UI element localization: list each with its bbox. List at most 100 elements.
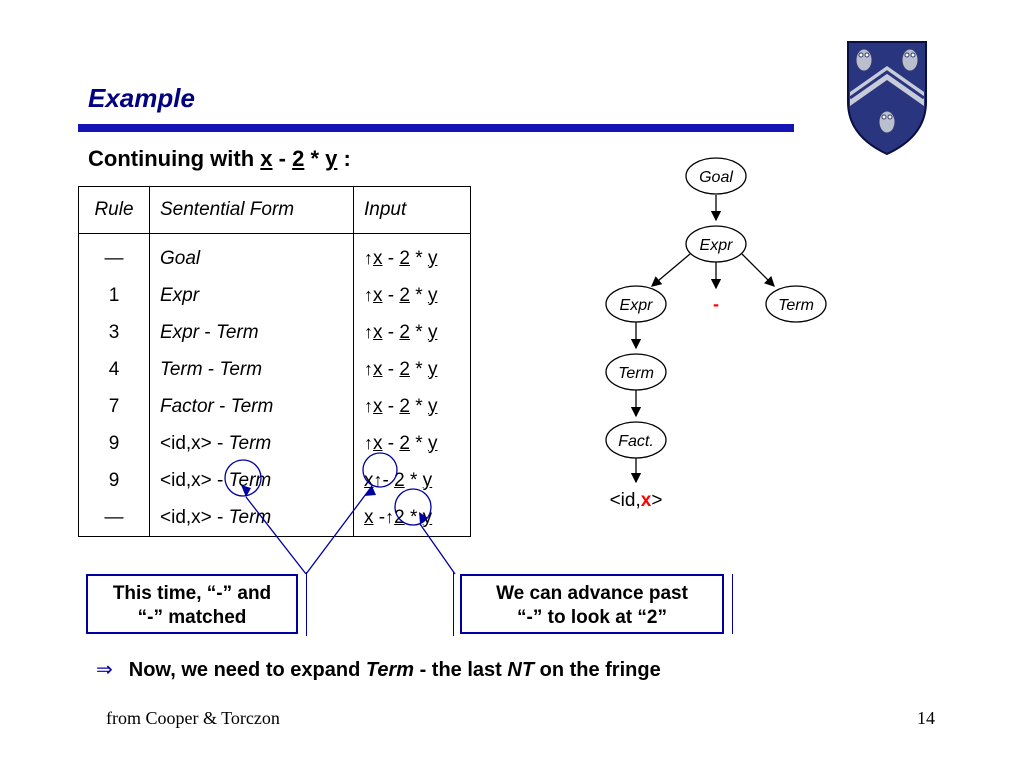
input-cursor-icon: ↑	[364, 432, 373, 453]
label-term-right: Term	[778, 297, 814, 314]
node-term-mid	[605, 353, 667, 391]
form-symbol: -	[211, 432, 229, 454]
form-symbol: Expr	[160, 321, 200, 343]
bullet-term: Term	[365, 659, 415, 681]
expr-x: x	[260, 146, 273, 171]
highlight-circle-cursor-minus	[362, 452, 398, 488]
input-token: -	[387, 432, 395, 454]
header-input: Input	[353, 186, 471, 234]
form-symbol: Term	[228, 432, 272, 454]
implies-icon: ⇒	[96, 659, 113, 681]
cell-input: x↑- 2 * y	[353, 462, 471, 499]
edge-expr-term	[741, 253, 775, 287]
input-token: x	[373, 395, 383, 417]
cell-sentential-form: Factor - Term	[149, 388, 354, 425]
input-token: 2	[399, 247, 410, 269]
title-underline-bar	[78, 124, 794, 132]
slide-title: Example	[88, 83, 195, 113]
node-expr-top	[685, 225, 747, 263]
input-token: x	[373, 432, 383, 454]
input-token: x	[373, 247, 383, 269]
label-minus: -	[713, 294, 719, 314]
form-symbol: <id,x>	[160, 432, 212, 454]
cell-rule: 9	[108, 432, 120, 454]
label-expr-left: Expr	[620, 297, 654, 314]
label-expr-top: Expr	[700, 237, 734, 254]
input-token: -	[387, 395, 395, 417]
node-expr-left	[605, 285, 667, 323]
cell-input: ↑x - 2 * y	[353, 233, 471, 277]
cell-rule: 4	[108, 358, 120, 380]
form-symbol: -	[213, 395, 231, 417]
input-cursor-icon: ↑	[364, 247, 373, 268]
form-symbol: <id,x>	[160, 506, 212, 528]
pointer-left-to-form	[245, 496, 307, 575]
form-symbol: -	[202, 358, 220, 380]
page-number: 14	[917, 708, 935, 728]
cell-input: ↑x - 2 * y	[353, 314, 471, 351]
form-symbol: -	[199, 321, 216, 343]
input-token: y	[427, 321, 438, 343]
derivation-table: Rule Sentential Form Input —Goal↑x - 2 *…	[78, 186, 471, 537]
input-token: y	[427, 358, 438, 380]
leaf-x: x	[641, 490, 652, 511]
table-header-row: Rule Sentential Form Input	[78, 186, 471, 234]
input-token: y	[427, 247, 438, 269]
parse-tree: Goal Expr Expr Term Term Fact. - <id,x>	[605, 157, 827, 511]
node-factor	[605, 421, 667, 459]
edge-expr-expr	[651, 253, 691, 287]
form-symbol: Goal	[160, 247, 201, 269]
table-row: 9<id,x> - Term↑x - 2 * y	[79, 425, 471, 462]
input-token: *	[415, 432, 423, 454]
callout-right-bar	[453, 572, 454, 636]
cell-sentential-form: <id,x> - Term	[149, 499, 354, 537]
callout-advance: We can advance past “-” to look at “2”	[460, 574, 724, 634]
cell-rule: 1	[108, 284, 120, 306]
callout-left-line1: This time, “-” and	[112, 583, 272, 604]
input-token: *	[415, 321, 423, 343]
arrowhead-left-form	[241, 485, 251, 497]
form-symbol: Term	[228, 506, 272, 528]
input-token: x	[373, 284, 383, 306]
cell-sentential-form: <id,x> - Term	[149, 425, 354, 462]
cell-sentential-form: Goal	[149, 233, 354, 277]
bullet-part3: on the fringe	[534, 659, 661, 681]
slide-subtitle: Continuing with x - 2 * y :	[88, 146, 351, 172]
input-token: 2	[399, 284, 410, 306]
cell-input: ↑x - 2 * y	[353, 425, 471, 462]
callout-right-line2: “-” to look at “2”	[517, 607, 667, 628]
label-id-leaf: <id,x>	[610, 490, 663, 511]
form-symbol: Term	[230, 395, 274, 417]
input-token: -	[387, 321, 395, 343]
input-token: 2	[399, 358, 410, 380]
input-cursor-icon: ↑	[385, 506, 395, 527]
header-rule: Rule	[78, 186, 150, 234]
input-token: *	[415, 247, 423, 269]
leaf-suffix: >	[651, 490, 662, 511]
input-token: 2	[394, 506, 405, 528]
form-symbol: <id,x>	[160, 469, 212, 491]
footer-source: from Cooper & Torczon	[106, 708, 280, 728]
form-symbol: Term	[215, 321, 259, 343]
node-goal	[685, 157, 747, 195]
form-symbol: Term	[219, 358, 263, 380]
callout-left-bar	[306, 572, 307, 636]
input-token: 2	[394, 469, 405, 491]
cell-rule: —	[104, 506, 124, 528]
cell-input: ↑x - 2 * y	[353, 351, 471, 388]
input-token: y	[427, 432, 438, 454]
callout-matched: This time, “-” and “-” matched	[86, 574, 298, 634]
label-goal: Goal	[699, 169, 733, 186]
input-token: 2	[399, 395, 410, 417]
arrowhead-left-input	[364, 486, 376, 496]
pointer-left-to-input	[305, 485, 373, 575]
cell-input: ↑x - 2 * y	[353, 388, 471, 425]
bullet-part2: - the last	[414, 659, 508, 681]
input-cursor-icon: ↑	[364, 284, 373, 305]
input-token: y	[422, 469, 433, 491]
cell-rule: —	[104, 247, 124, 269]
